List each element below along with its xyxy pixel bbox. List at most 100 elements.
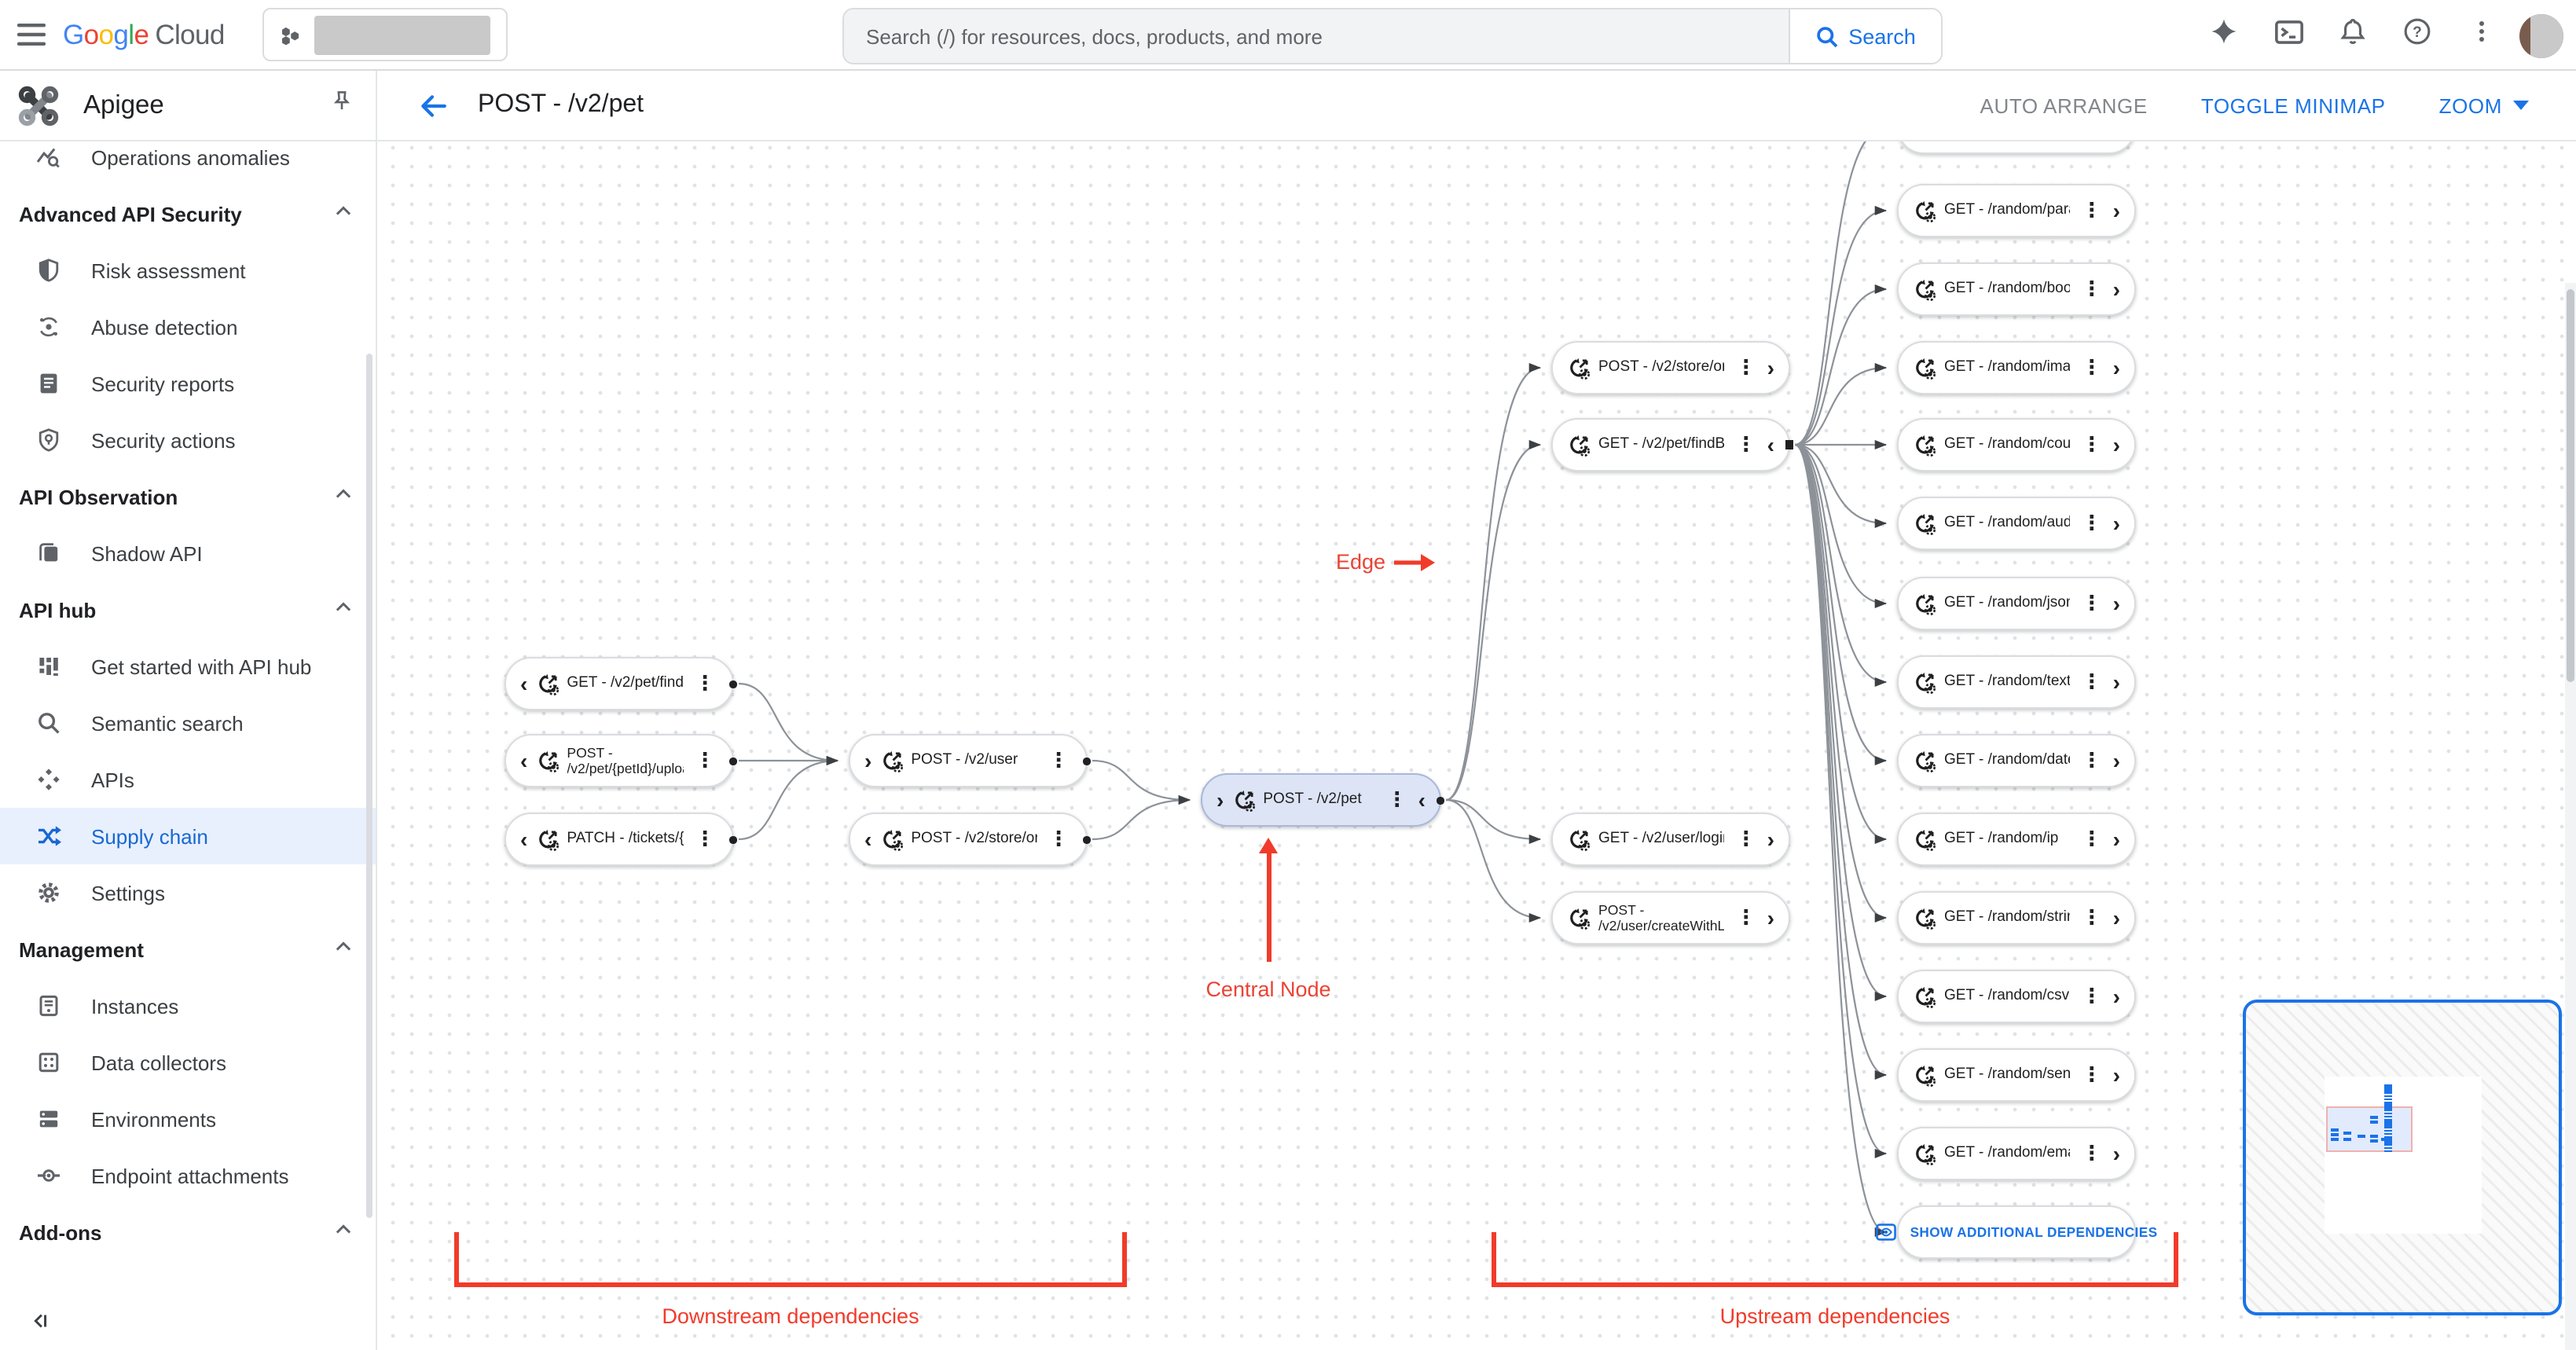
dependency-graph-canvas[interactable]: Edge Central Node Downstream dependencie… — [377, 141, 2576, 1350]
sidebar-section-api-observation[interactable]: API Observation — [0, 468, 376, 525]
google-cloud-logo[interactable]: Google Cloud — [63, 18, 225, 51]
expand-right-icon[interactable]: › — [2112, 1141, 2120, 1166]
node-menu-button[interactable]: ⋮ — [2081, 1141, 2102, 1165]
expand-right-icon[interactable]: › — [2112, 591, 2120, 616]
expand-left-icon[interactable]: › — [1216, 787, 1224, 813]
gemini-button[interactable] — [2197, 9, 2251, 62]
graph-node-order-mid[interactable]: ‹POST - /v2/store/order⋮ — [849, 813, 1090, 866]
node-menu-button[interactable]: ⋮ — [1735, 355, 1756, 379]
node-menu-button[interactable]: ⋮ — [695, 748, 715, 772]
zoom-button[interactable]: ZOOM — [2439, 94, 2529, 117]
sidebar-item-settings[interactable]: Settings — [0, 864, 376, 921]
sidebar-item-environments[interactable]: Environments — [0, 1091, 376, 1147]
help-button[interactable]: ? — [2391, 9, 2444, 62]
graph-node-show-additional-dependencies[interactable]: SHOW ADDITIONAL DEPENDENCIES — [1876, 1205, 2157, 1259]
sidebar-item-security-actions[interactable]: Security actions — [0, 412, 376, 468]
node-menu-button[interactable]: ⋮ — [695, 671, 715, 695]
expand-right-icon[interactable]: › — [2112, 511, 2120, 536]
sidebar-scrollbar[interactable] — [366, 354, 372, 1218]
sidebar-collapse-button[interactable] — [19, 1300, 60, 1341]
sidebar-item-security-reports[interactable]: Security reports — [0, 355, 376, 412]
expand-right-icon[interactable]: › — [1767, 355, 1774, 380]
node-menu-button[interactable]: ⋮ — [1386, 787, 1407, 811]
graph-node-sentence[interactable]: GET - /random/sentence⋮› — [1897, 1048, 2136, 1102]
expand-left-icon[interactable]: › — [864, 748, 872, 773]
node-menu-button[interactable]: ⋮ — [1048, 748, 1069, 772]
node-menu-button[interactable]: ⋮ — [2081, 432, 2102, 456]
expand-right-icon[interactable]: › — [2112, 748, 2120, 773]
toggle-minimap-button[interactable]: TOGGLE MINIMAP — [2200, 94, 2386, 117]
node-menu-button[interactable]: ⋮ — [1735, 432, 1756, 456]
project-selector[interactable] — [262, 8, 508, 61]
collapse-left-icon[interactable]: ‹ — [864, 827, 872, 852]
graph-node-login[interactable]: GET - /v2/user/login⋮› — [1551, 813, 1790, 866]
expand-right-icon[interactable]: › — [2112, 984, 2120, 1009]
node-menu-button[interactable]: ⋮ — [2081, 748, 2102, 772]
sidebar-item-instances[interactable]: Instances — [0, 978, 376, 1034]
graph-node-strings[interactable]: GET - /random/strings⋮› — [1897, 891, 2136, 945]
graph-node-image[interactable]: GET - /random/image⋮› — [1897, 341, 2136, 394]
back-button[interactable] — [405, 79, 459, 132]
sidebar-section-add-ons[interactable]: Add-ons — [0, 1204, 376, 1260]
node-menu-button[interactable]: ⋮ — [2081, 198, 2102, 222]
cloud-shell-button[interactable] — [2262, 9, 2315, 62]
search-button[interactable]: Search — [1789, 9, 1941, 63]
node-menu-button[interactable]: ⋮ — [1735, 827, 1756, 850]
graph-node-patch[interactable]: ‹PATCH - /tickets/{ticketId}⋮ — [505, 813, 736, 866]
graph-node-paragraph[interactable]: GET - /random/paragraph⋮› — [1897, 184, 2136, 237]
graph-node-findbytags[interactable]: GET - /v2/pet/findByTags⋮‹ — [1551, 418, 1793, 471]
sidebar-item-supply-chain[interactable]: Supply chain — [0, 808, 376, 864]
collapse-right-icon[interactable]: ‹ — [1767, 432, 1774, 457]
graph-node-json[interactable]: GET - /random/json⋮› — [1897, 577, 2136, 630]
node-menu-button[interactable]: ⋮ — [2081, 905, 2102, 929]
graph-node-country[interactable]: GET - /random/country⋮› — [1897, 418, 2136, 471]
expand-right-icon[interactable]: › — [2112, 827, 2120, 852]
node-menu-button[interactable]: ⋮ — [2081, 355, 2102, 379]
graph-node-audio[interactable]: GET - /random/audio⋮› — [1897, 497, 2136, 550]
graph-node-findbystatus[interactable]: ‹GET - /v2/pet/findByStatus⋮ — [505, 657, 736, 710]
minimap-viewport[interactable] — [2326, 1106, 2413, 1152]
sidebar-item-abuse-detection[interactable]: Abuse detection — [0, 299, 376, 355]
node-menu-button[interactable]: ⋮ — [1735, 905, 1756, 929]
notifications-button[interactable] — [2326, 9, 2380, 62]
expand-right-icon[interactable]: › — [2112, 432, 2120, 457]
collapse-left-icon[interactable]: ‹ — [520, 671, 528, 696]
graph-node-csv[interactable]: GET - /random/csv⋮› — [1897, 970, 2136, 1023]
graph-node-pet[interactable]: ›POST - /v2/pet⋮‹ — [1201, 773, 1444, 827]
collapse-right-icon[interactable]: ‹ — [1418, 787, 1426, 813]
hamburger-menu-button[interactable] — [0, 0, 63, 70]
search-input[interactable]: Search (/) for resources, docs, products… — [844, 9, 1789, 63]
graph-node-date[interactable]: GET - /random/date⋮› — [1897, 734, 2136, 787]
expand-right-icon[interactable]: › — [1767, 827, 1774, 852]
page-scrollbar[interactable] — [2565, 283, 2576, 1350]
sidebar-item-risk-assessment[interactable]: Risk assessment — [0, 242, 376, 299]
sidebar-item-apis[interactable]: APIs — [0, 751, 376, 808]
sidebar-section-management[interactable]: Management — [0, 921, 376, 978]
sidebar-section-advanced-api-security[interactable]: Advanced API Security — [0, 185, 376, 242]
graph-node-user[interactable]: ›POST - /v2/user⋮ — [849, 734, 1090, 787]
expand-right-icon[interactable]: › — [2112, 669, 2120, 695]
graph-node-ip[interactable]: GET - /random/ip⋮› — [1897, 813, 2136, 866]
node-menu-button[interactable]: ⋮ — [2081, 984, 2102, 1007]
graph-node-boolean[interactable]: GET - /random/boolean⋮› — [1897, 262, 2136, 316]
sidebar-item-data-collectors[interactable]: Data collectors — [0, 1034, 376, 1091]
node-menu-button[interactable]: ⋮ — [2081, 827, 2102, 850]
node-menu-button[interactable]: ⋮ — [2081, 669, 2102, 693]
collapse-left-icon[interactable]: ‹ — [520, 827, 528, 852]
graph-node-order-up[interactable]: POST - /v2/store/order⋮› — [1551, 341, 1790, 394]
node-menu-button[interactable]: ⋮ — [2081, 591, 2102, 614]
sidebar-item-operations-anomalies[interactable]: Operations anomalies — [0, 141, 376, 185]
graph-node-createwithlist[interactable]: POST -/v2/user/createWithList⋮› — [1551, 891, 1790, 945]
node-menu-button[interactable]: ⋮ — [2081, 277, 2102, 300]
graph-node-clipped[interactable] — [1897, 141, 2136, 154]
node-menu-button[interactable]: ⋮ — [1048, 827, 1069, 850]
sidebar-item-get-started-with-api-hub[interactable]: Get started with API hub — [0, 638, 376, 695]
node-menu-button[interactable]: ⋮ — [2081, 511, 2102, 534]
avatar[interactable] — [2519, 13, 2563, 57]
sidebar-item-shadow-api[interactable]: Shadow API — [0, 525, 376, 581]
graph-node-email[interactable]: GET - /random/email⋮› — [1897, 1127, 2136, 1180]
expand-right-icon[interactable]: › — [2112, 355, 2120, 380]
expand-right-icon[interactable]: › — [1767, 905, 1774, 930]
sidebar-item-semantic-search[interactable]: Semantic search — [0, 695, 376, 751]
graph-node-upload[interactable]: ‹POST -/v2/pet/{petId}/uploadImage⋮ — [505, 734, 736, 787]
